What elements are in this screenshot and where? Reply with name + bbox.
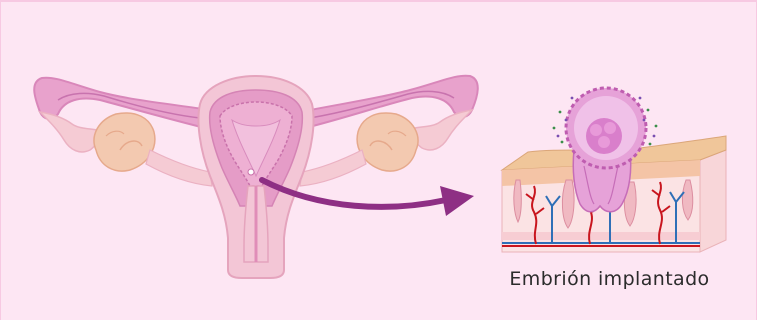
left-ligament	[146, 150, 212, 186]
right-ovary	[357, 113, 418, 171]
endometrium-cross-section-icon	[502, 88, 726, 252]
uterus-diagram-icon	[34, 76, 478, 278]
right-ligament	[300, 150, 366, 186]
left-ovary	[94, 113, 155, 171]
caption: Embrión implantado	[492, 268, 727, 290]
embryo-dot	[248, 169, 254, 175]
